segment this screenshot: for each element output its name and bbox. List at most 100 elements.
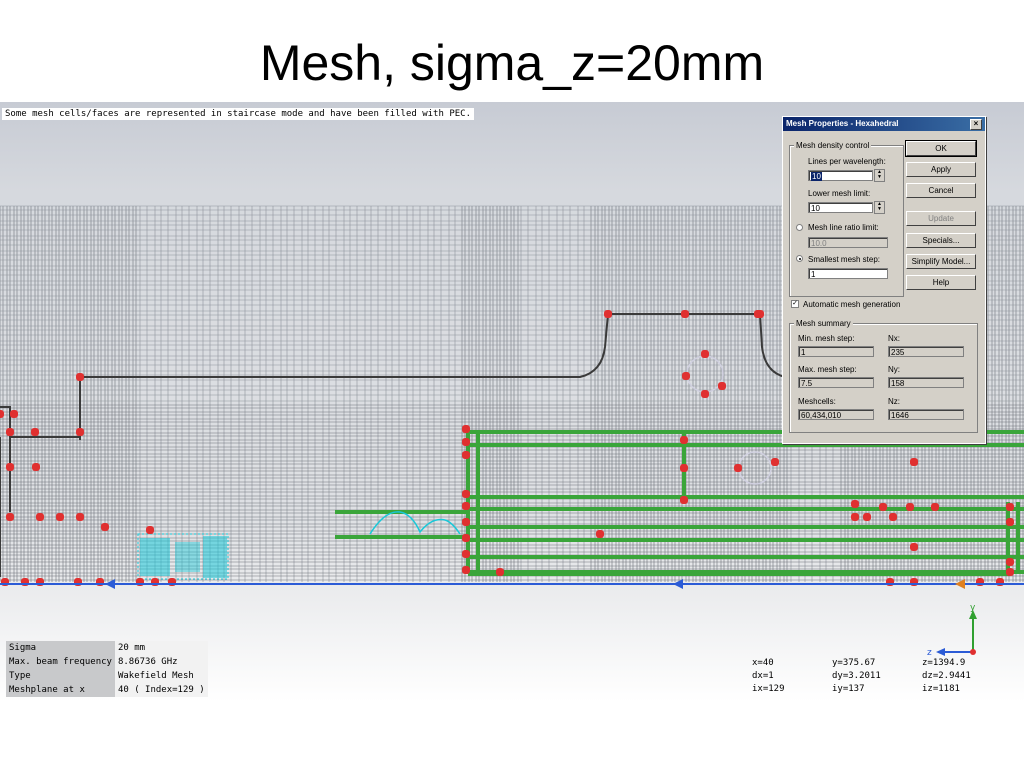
port-marker	[596, 530, 604, 538]
port-marker	[931, 503, 939, 511]
specials-button[interactable]: Specials...	[906, 233, 976, 248]
port-marker	[680, 464, 688, 472]
port-marker	[56, 513, 64, 521]
coord-dy: dy=3.2011	[832, 671, 881, 681]
port-marker	[76, 513, 84, 521]
nz-label: Nz:	[888, 397, 900, 406]
close-icon[interactable]: ×	[970, 119, 982, 130]
max-mesh-step-value: 7.5	[798, 377, 874, 388]
info-row-sigma: Sigma 20 mm	[6, 641, 208, 655]
port-marker	[76, 373, 84, 381]
port-marker	[146, 526, 154, 534]
help-button[interactable]: Help	[906, 275, 976, 290]
info-value: 8.86736 GHz	[114, 655, 208, 669]
auto-mesh-checkbox[interactable]: ✓	[791, 300, 799, 308]
port-marker	[910, 543, 918, 551]
staircase-warning-message: Some mesh cells/faces are represented in…	[2, 108, 474, 120]
ny-value: 158	[888, 377, 964, 388]
dialog-title: Mesh Properties - Hexahedral	[786, 119, 899, 128]
port-marker	[851, 500, 859, 508]
port-marker	[718, 382, 726, 390]
mesh-density-group-label: Mesh density control	[794, 141, 872, 150]
port-marker	[701, 390, 709, 398]
port-marker	[0, 410, 4, 418]
simplify-model-button[interactable]: Simplify Model...	[906, 254, 976, 269]
info-key: Type	[6, 669, 115, 683]
mesh-properties-dialog: Mesh Properties - Hexahedral × Mesh dens…	[782, 116, 986, 444]
cancel-button[interactable]: Cancel	[906, 183, 976, 198]
axis-y-label: y	[970, 603, 976, 613]
lines-per-wavelength-label: Lines per wavelength:	[808, 157, 886, 166]
port-marker	[734, 464, 742, 472]
auto-mesh-label: Automatic mesh generation	[803, 300, 901, 309]
port-marker	[701, 350, 709, 358]
axis-z-label: z	[927, 648, 932, 658]
lines-per-wavelength-value: 10	[811, 172, 822, 181]
smallest-mesh-step-label: Smallest mesh step:	[808, 255, 881, 264]
meshcells-label: Meshcells:	[798, 397, 836, 406]
port-marker	[462, 451, 470, 459]
port-marker	[910, 458, 918, 466]
lower-mesh-limit-input[interactable]: 10	[808, 202, 873, 213]
port-marker	[462, 438, 470, 446]
mesh-line-ratio-radio[interactable]	[796, 224, 803, 231]
coord-z: z=1394.9	[922, 658, 966, 668]
apply-button[interactable]: Apply	[906, 162, 976, 177]
mesh-info-table: Sigma 20 mm Max. beam frequency 8.86736 …	[6, 641, 208, 697]
port-marker	[6, 513, 14, 521]
ok-button[interactable]: OK	[905, 140, 977, 157]
info-value: 20 mm	[114, 641, 208, 655]
info-row-meshplane: Meshplane at x 40 ( Index=129 )	[6, 683, 208, 697]
port-marker	[462, 502, 470, 510]
coord-y: y=375.67	[832, 658, 876, 668]
port-marker	[6, 463, 14, 471]
smallest-mesh-step-radio[interactable]	[796, 255, 803, 262]
port-marker	[906, 503, 914, 511]
port-marker	[462, 425, 470, 433]
port-marker	[754, 310, 762, 318]
port-marker	[496, 568, 504, 576]
axes-triad-icon: y z	[927, 603, 977, 658]
ny-label: Ny:	[888, 365, 900, 374]
port-marker	[462, 490, 470, 498]
info-key: Max. beam frequency	[6, 655, 115, 669]
particle-cloud	[137, 533, 229, 580]
smallest-mesh-step-input[interactable]: 1	[808, 268, 888, 279]
port-marker	[31, 428, 39, 436]
info-value: Wakefield Mesh	[114, 669, 208, 683]
coord-ix: ix=129	[752, 684, 785, 694]
lines-per-wavelength-spinner[interactable]: ▲▼	[874, 169, 885, 182]
port-marker	[36, 513, 44, 521]
port-marker	[889, 513, 897, 521]
port-marker	[680, 496, 688, 504]
port-marker	[6, 428, 14, 436]
lower-mesh-limit-spinner[interactable]: ▲▼	[874, 201, 885, 214]
mesh-line-ratio-input[interactable]: 10.0	[808, 237, 888, 248]
port-marker	[682, 372, 690, 380]
slide-title: Mesh, sigma_z=20mm	[259, 35, 765, 91]
port-marker	[851, 513, 859, 521]
info-value: 40 ( Index=129 )	[114, 683, 208, 697]
lines-per-wavelength-input[interactable]: 10	[808, 170, 873, 181]
lower-mesh-limit-label: Lower mesh limit:	[808, 189, 871, 198]
nx-value: 235	[888, 346, 964, 357]
port-marker	[1006, 518, 1014, 526]
port-marker	[101, 523, 109, 531]
port-marker	[76, 428, 84, 436]
coord-iy: iy=137	[832, 684, 865, 694]
dialog-titlebar[interactable]: Mesh Properties - Hexahedral ×	[783, 117, 985, 131]
port-marker	[879, 503, 887, 511]
port-marker	[1006, 568, 1014, 576]
port-marker	[10, 410, 18, 418]
nz-value: 1646	[888, 409, 964, 420]
info-key: Meshplane at x	[6, 683, 115, 697]
update-button[interactable]: Update	[906, 211, 976, 226]
nx-label: Nx:	[888, 334, 900, 343]
coord-x: x=40	[752, 658, 774, 668]
port-marker	[462, 550, 470, 558]
port-marker	[462, 518, 470, 526]
info-key: Sigma	[6, 641, 115, 655]
port-marker	[1006, 558, 1014, 566]
info-row-max-beam-frequency: Max. beam frequency 8.86736 GHz	[6, 655, 208, 669]
coord-dz: dz=2.9441	[922, 671, 971, 681]
